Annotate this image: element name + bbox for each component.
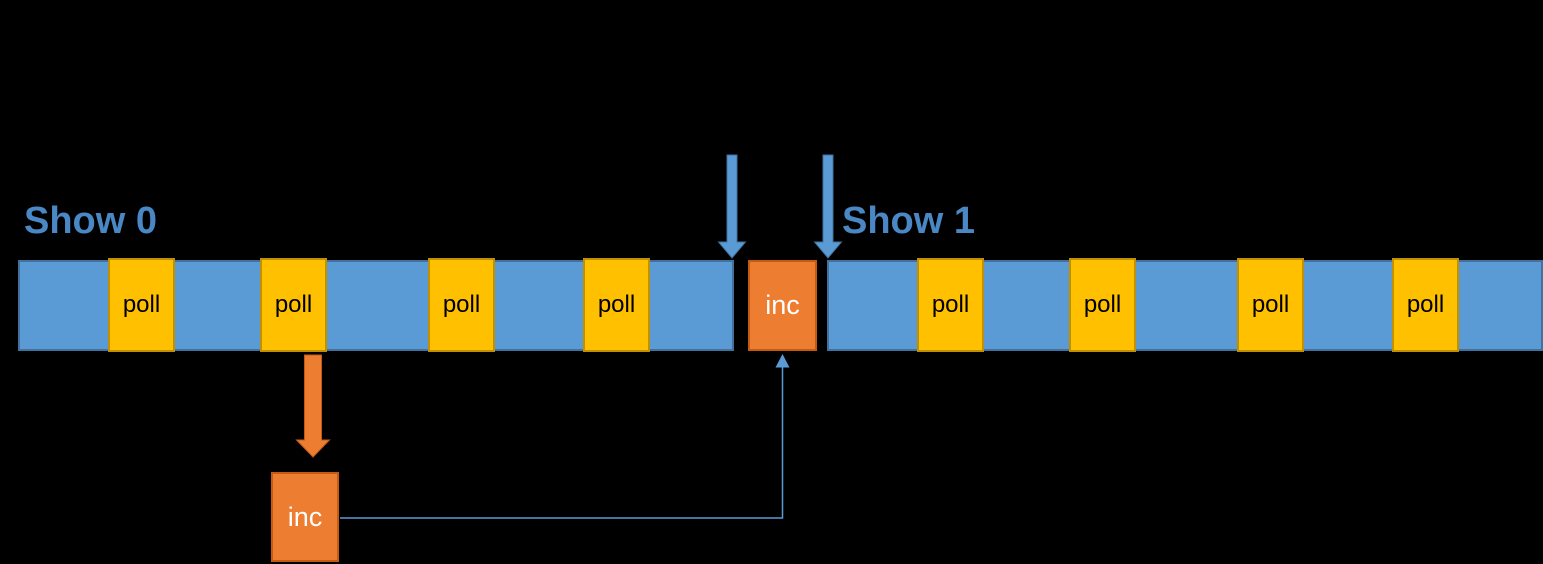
poll-block: poll [917,258,984,352]
inc-block-detached: inc [271,472,339,562]
inc-connector-arrowhead-icon [775,354,790,368]
poll-block: poll [583,258,650,352]
timeline-bar-show1: poll poll poll poll [827,258,1543,352]
inc-block-timeline: inc [748,260,817,351]
poll-block: poll [1392,258,1459,352]
poll-block: poll [428,258,495,352]
poll-label: poll [1083,291,1122,318]
show-1-label: Show 1 [842,200,976,242]
poll-label: poll [597,291,636,318]
show-0-label: Show 0 [24,200,158,242]
poll-label: poll [274,291,313,318]
poll-label: poll [1251,291,1290,318]
poll-label: poll [1406,291,1445,318]
poll-block: poll [108,258,175,352]
poll-label: poll [442,291,481,318]
inc-label: inc [765,290,800,320]
poll-to-inc-arrow-icon [295,354,331,458]
timeline-bar-show0: poll poll poll poll [18,258,734,352]
inc-connector-line [340,367,784,519]
poll-block: poll [260,258,327,352]
poll-label: poll [931,291,970,318]
marker-arrow-right-icon [813,154,843,259]
poll-block: poll [1069,258,1136,352]
poll-label: poll [122,291,161,318]
marker-arrow-left-icon [717,154,747,259]
inc-label: inc [287,501,323,532]
poll-block: poll [1237,258,1304,352]
